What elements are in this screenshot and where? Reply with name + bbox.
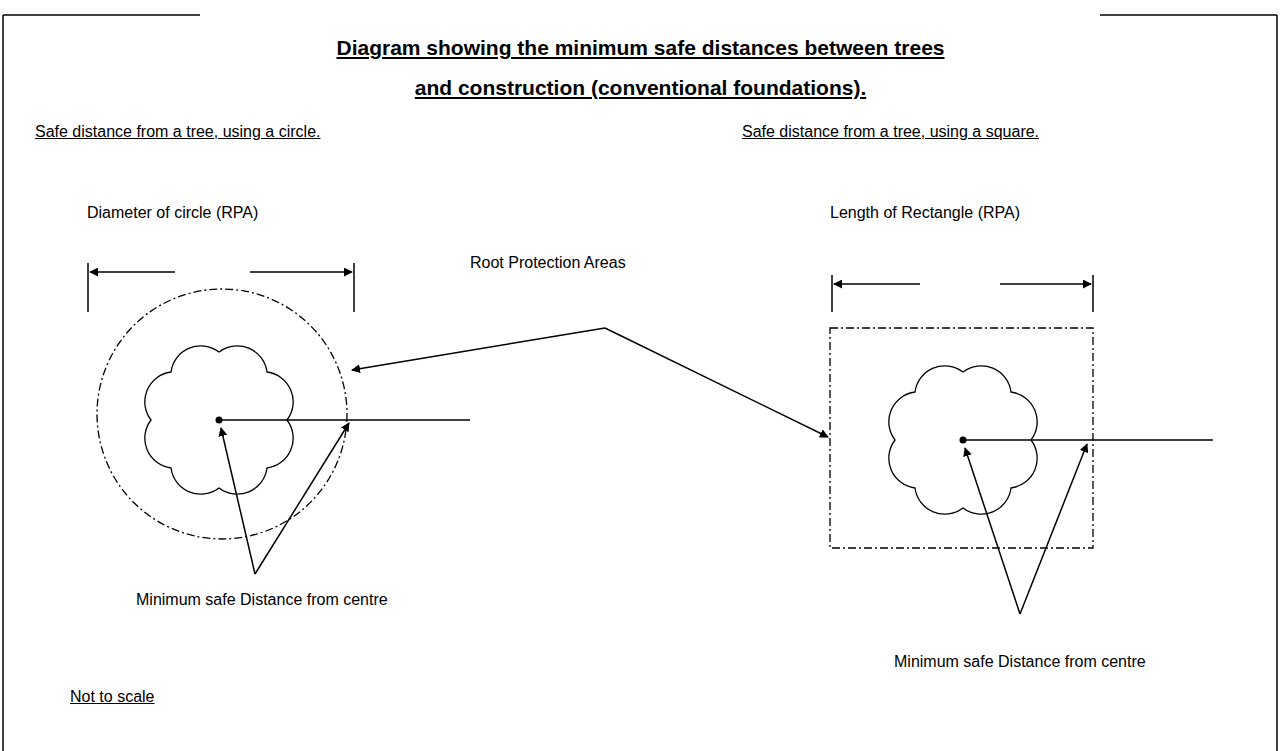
dimension-label: Diameter of circle (RPA) [87, 203, 258, 223]
root-protection-circle [97, 289, 347, 539]
section-heading: Safe distance from a tree, using a circl… [35, 122, 320, 142]
root-protection-square [830, 328, 1093, 548]
page-frame [3, 15, 1277, 751]
leader-line [352, 328, 828, 437]
dimension-line [88, 263, 354, 312]
leader-line [963, 440, 1213, 614]
diagram-title: Diagram showing the minimum safe distanc… [334, 28, 947, 108]
dimension-label: Length of Rectangle (RPA) [830, 203, 1020, 223]
section-heading: Safe distance from a tree, using a squar… [742, 122, 1039, 142]
note-label: Not to scale [70, 687, 154, 707]
dimension-line [832, 275, 1093, 312]
callout-label: Minimum safe Distance from centre [136, 590, 388, 610]
callout-label: Root Protection Areas [470, 253, 626, 273]
callout-label: Minimum safe Distance from centre [894, 652, 1146, 672]
leader-line [219, 420, 470, 574]
